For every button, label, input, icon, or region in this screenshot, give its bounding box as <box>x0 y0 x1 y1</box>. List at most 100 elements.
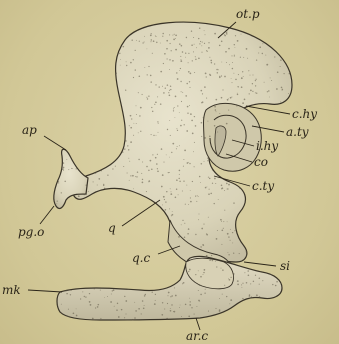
stipple-dot <box>171 295 172 296</box>
stipple-dot <box>124 296 125 297</box>
label-aty: a.ty <box>286 125 309 139</box>
stipple-dot <box>212 169 213 170</box>
stipple-dot <box>234 47 235 48</box>
stipple-dot <box>221 268 222 269</box>
stipple-dot <box>227 252 228 253</box>
stipple-dot <box>71 168 72 169</box>
stipple-dot <box>271 274 272 275</box>
stipple-dot <box>148 95 149 96</box>
stipple-dot <box>107 296 108 297</box>
stipple-dot <box>176 188 177 189</box>
stipple-dot <box>144 295 146 297</box>
stipple-dot <box>209 57 210 58</box>
stipple-dot <box>147 74 148 75</box>
stipple-dot <box>124 148 125 149</box>
stipple-dot <box>241 86 243 88</box>
stipple-dot <box>195 234 196 235</box>
stipple-dot <box>159 86 160 87</box>
stipple-dot <box>219 309 221 311</box>
stipple-dot <box>143 308 145 310</box>
stipple-dot <box>190 201 192 203</box>
stipple-dot <box>210 60 212 62</box>
stipple-dot <box>288 93 289 94</box>
stipple-dot <box>163 162 164 163</box>
stipple-dot <box>242 298 243 299</box>
stipple-dot <box>241 77 243 79</box>
stipple-dot <box>168 92 169 93</box>
stipple-dot <box>222 294 223 295</box>
stipple-dot <box>172 60 174 62</box>
stipple-dot <box>164 53 166 55</box>
stipple-dot <box>73 312 75 314</box>
stipple-dot <box>219 45 221 47</box>
stipple-dot <box>169 90 170 91</box>
stipple-dot <box>125 300 127 302</box>
stipple-dot <box>247 58 248 59</box>
stipple-dot <box>134 302 135 303</box>
stipple-dot <box>110 164 111 165</box>
stipple-dot <box>175 197 177 199</box>
stipple-dot <box>205 187 207 189</box>
stipple-dot <box>63 170 64 171</box>
stipple-dot <box>194 116 195 117</box>
stipple-dot <box>259 296 261 298</box>
stipple-dot <box>170 308 171 309</box>
stipple-dot <box>185 53 186 54</box>
stipple-dot <box>201 45 202 46</box>
stipple-dot <box>221 41 223 43</box>
stipple-dot <box>122 152 123 153</box>
stipple-dot <box>195 59 196 60</box>
stipple-dot <box>217 72 218 73</box>
stipple-dot <box>237 94 239 96</box>
stipple-dot <box>221 221 222 222</box>
stipple-dot <box>100 318 101 319</box>
stipple-dot <box>218 199 219 200</box>
stipple-dot <box>176 128 177 129</box>
stipple-dot <box>228 254 229 255</box>
stipple-dot <box>127 172 128 173</box>
stipple-dot <box>247 270 249 272</box>
stipple-dot <box>243 76 244 77</box>
stipple-dot <box>132 175 134 177</box>
stipple-dot <box>211 255 212 256</box>
stipple-dot <box>194 72 195 73</box>
stipple-dot <box>181 45 183 47</box>
stipple-dot <box>238 87 239 88</box>
stipple-dot <box>183 282 185 284</box>
stipple-dot <box>115 166 116 167</box>
stipple-dot <box>204 30 205 31</box>
stipple-dot <box>63 162 65 164</box>
stipple-dot <box>175 96 177 98</box>
stipple-dot <box>178 178 179 179</box>
stipple-dot <box>179 174 180 175</box>
stipple-dot <box>209 74 210 75</box>
stipple-dot <box>184 124 185 125</box>
stipple-dot <box>132 319 134 321</box>
stipple-dot <box>196 306 197 307</box>
stipple-dot <box>264 82 265 83</box>
stipple-dot <box>251 296 252 297</box>
stipple-dot <box>229 279 231 281</box>
stipple-dot <box>200 276 202 278</box>
stipple-dot <box>169 59 170 60</box>
stipple-dot <box>142 179 143 180</box>
stipple-dot <box>162 33 164 35</box>
stipple-dot <box>181 224 182 225</box>
stipple-dot <box>209 178 211 180</box>
stipple-dot <box>177 130 178 131</box>
stipple-dot <box>134 317 136 319</box>
stipple-dot <box>239 188 240 189</box>
stipple-dot <box>187 106 189 108</box>
stipple-dot <box>182 220 183 221</box>
stipple-dot <box>184 150 186 152</box>
stipple-dot <box>173 39 175 41</box>
stipple-dot <box>144 305 145 306</box>
stipple-dot <box>141 173 142 174</box>
stipple-dot <box>191 44 193 46</box>
stipple-dot <box>181 91 182 92</box>
stipple-dot <box>225 51 227 53</box>
stipple-dot <box>186 83 188 85</box>
stipple-dot <box>110 301 112 303</box>
stipple-dot <box>112 290 113 291</box>
stipple-dot <box>204 269 206 271</box>
